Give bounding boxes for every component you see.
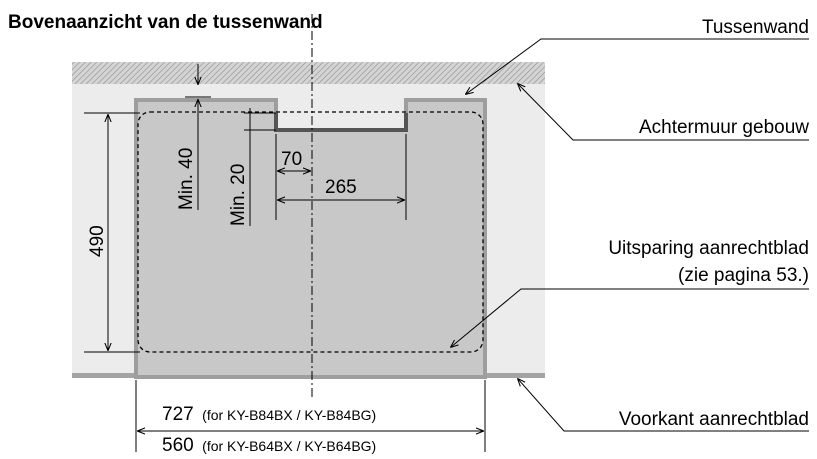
dim-70: 70 [275,134,310,220]
callout-tussenwand-label: Tussenwand [702,17,809,38]
dim-265-label: 265 [325,177,357,198]
dim-70-label: 70 [281,149,302,170]
dim-min40-label: Min. 40 [176,148,197,210]
dim-727-label: 727 (for KY-B84BX / KY-B84BG) [162,404,376,425]
dim-min40: Min. 40 [176,64,211,210]
dim-265: 265 [278,134,407,220]
callout-uitsparing: Uitsparing aanrechtblad (zie pagina 53.) [451,238,809,347]
callout-achtermuur: Achtermuur gebouw [518,84,809,141]
callout-uitsparing-line1: Uitsparing aanrechtblad [608,238,809,259]
dim-width: 727 (for KY-B84BX / KY-B84BG) 560 (for K… [135,380,486,456]
dim-560-label: 560 (for KY-B64BX / KY-B64BG) [162,435,376,456]
counter-cutout-outline [137,111,484,353]
callout-tussenwand: Tussenwand [466,17,809,94]
dim-min20: Min. 20 [228,108,276,226]
diagram-title: Bovenaanzicht van de tussenwand [8,12,323,33]
callout-achtermuur-label: Achtermuur gebouw [639,117,809,138]
partition-wall [274,113,408,132]
callout-voorkant: Voorkant aanrechtblad [518,379,809,432]
dim-490-label: 490 [87,225,108,257]
back-wall [72,62,545,84]
dim-490: 490 [84,112,140,353]
dim-min20-label: Min. 20 [228,164,249,226]
unit-cutout-shape [134,98,487,379]
callout-uitsparing-line2: (zie pagina 53.) [678,265,809,286]
callout-voorkant-label: Voorkant aanrechtblad [619,409,809,430]
